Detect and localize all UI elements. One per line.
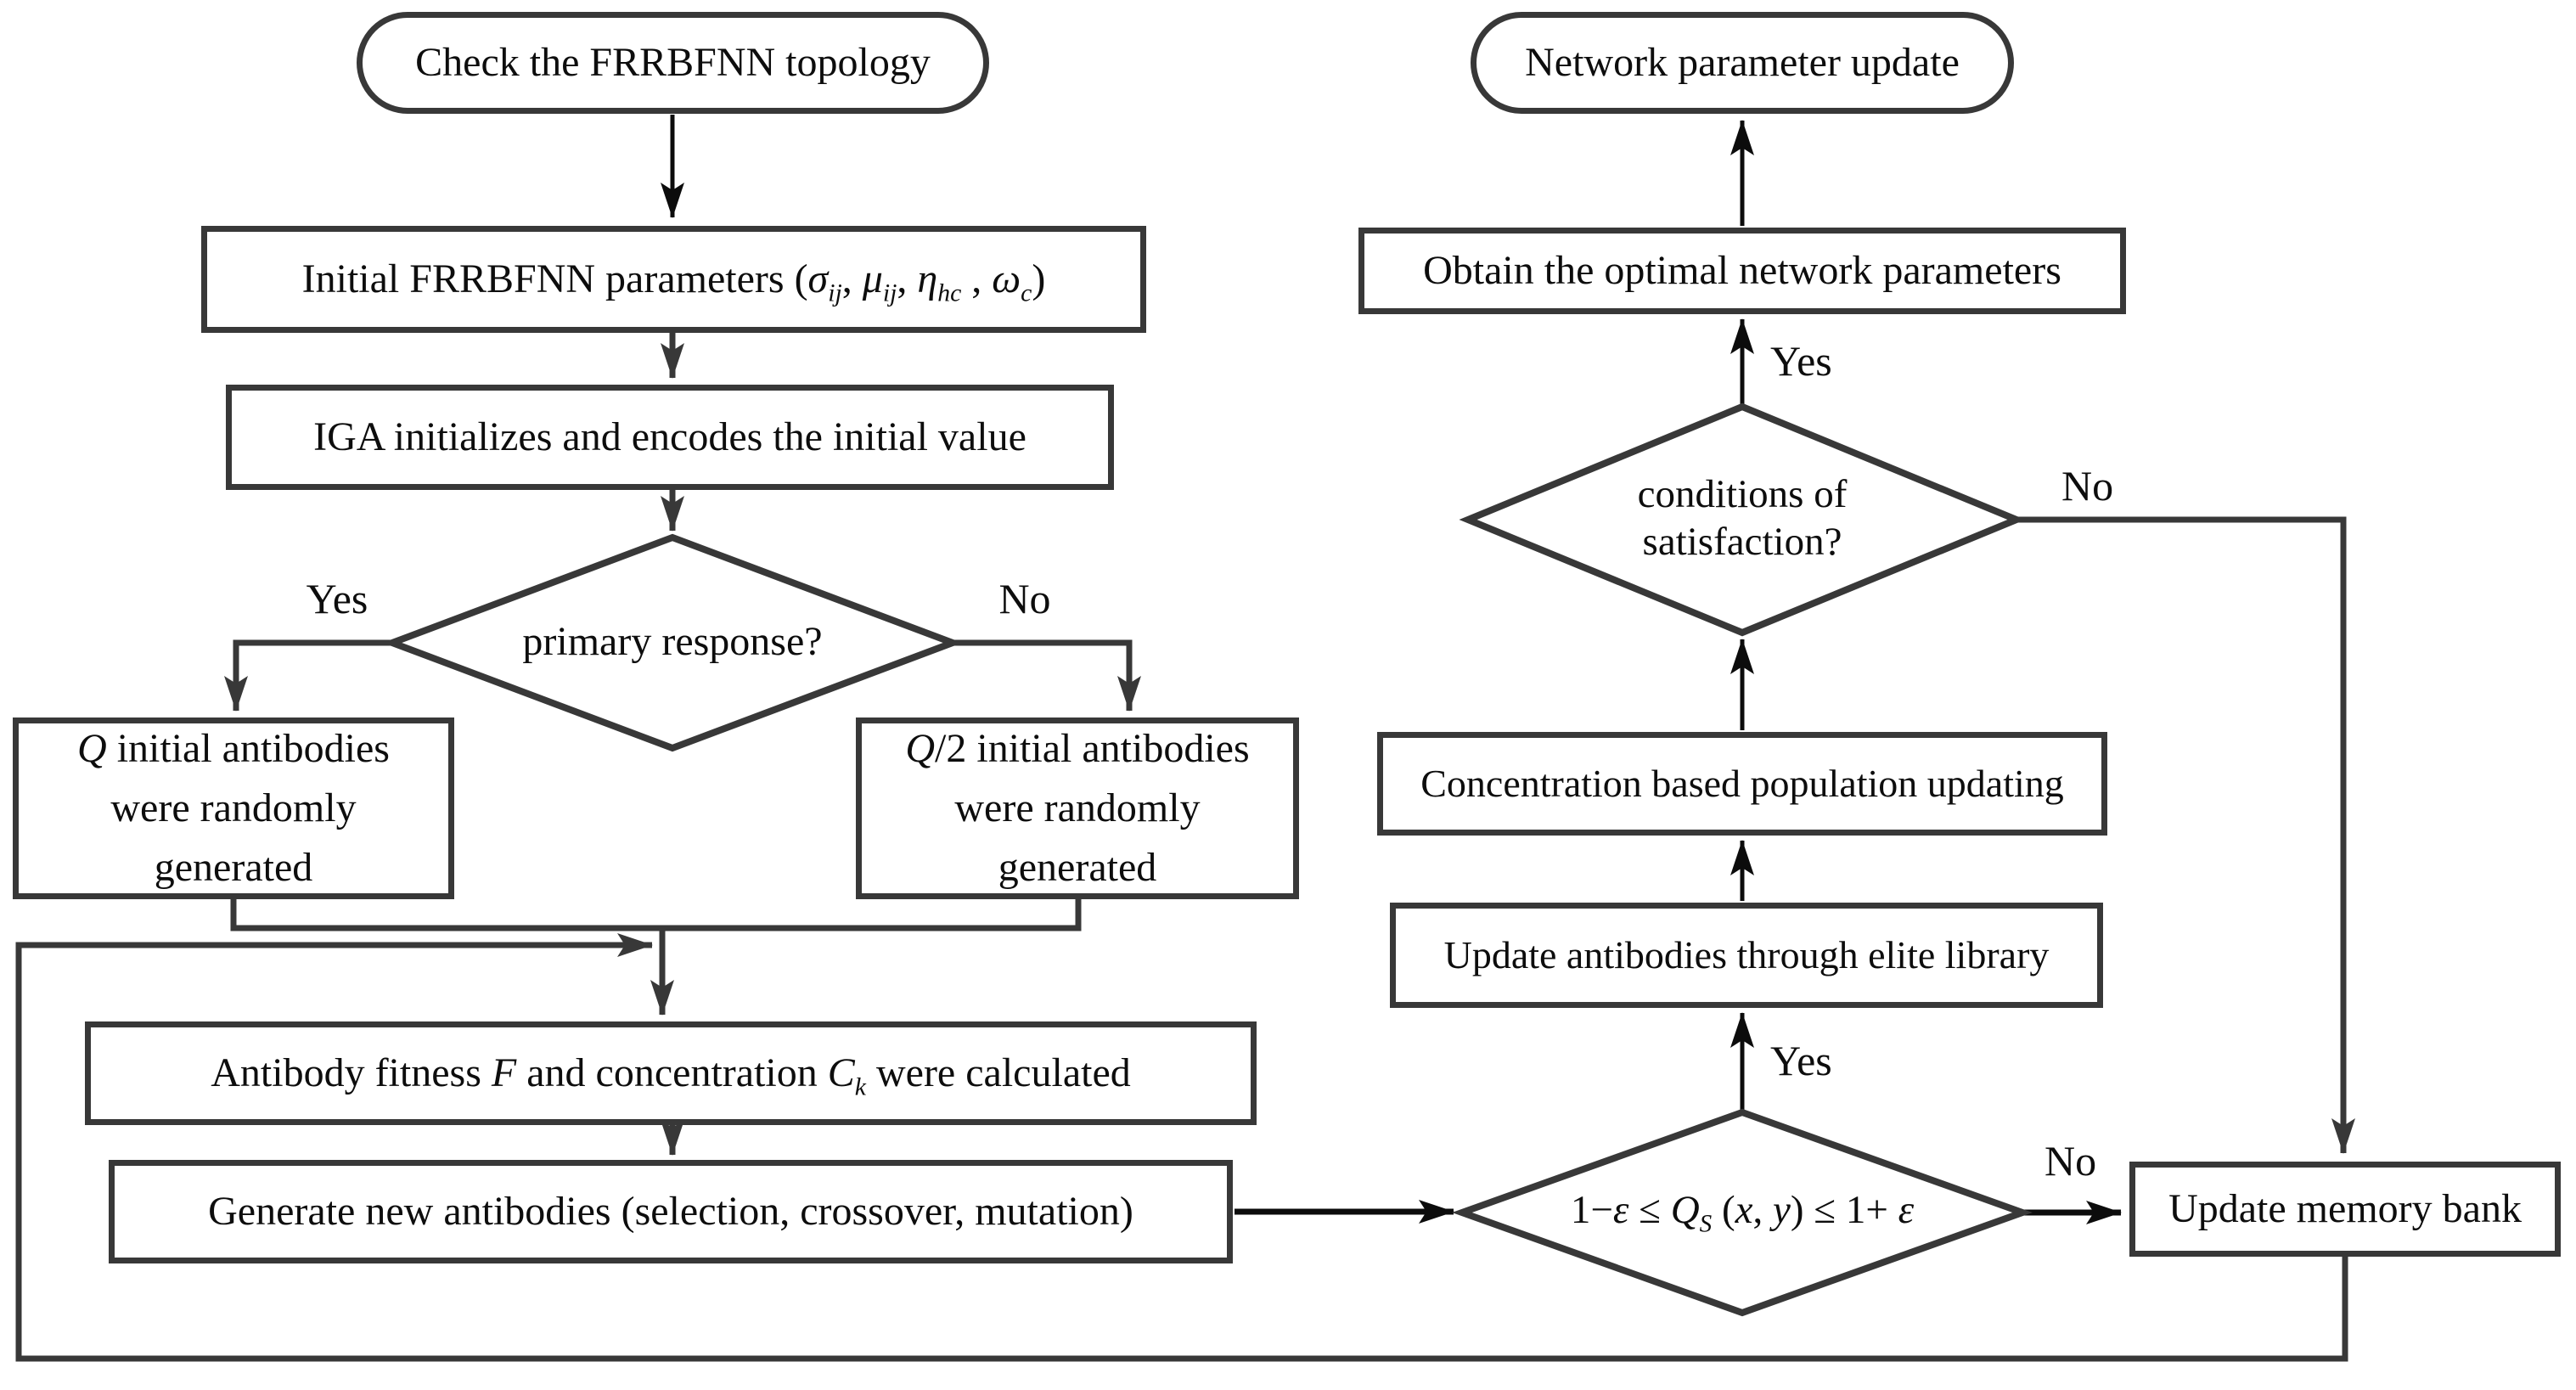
elite-library-box: Update antibodies through elite library bbox=[1390, 903, 2103, 1008]
epsilon-label: 1−ε ≤ QS (x, y) ≤ 1+ ε bbox=[1570, 1188, 1915, 1238]
line-merge-q-boxes bbox=[230, 898, 1082, 931]
obtain-label: Obtain the optimal network parameters bbox=[1423, 247, 2061, 293]
generate-label: Generate new antibodies (selection, cros… bbox=[208, 1188, 1133, 1234]
arrow-primary-yes bbox=[224, 639, 395, 712]
epsilon-no-label: No bbox=[2044, 1137, 2097, 1185]
satisfaction-diamond bbox=[1459, 402, 2026, 637]
elite-library-label: Update antibodies through elite library bbox=[1443, 932, 2050, 976]
satisfaction-no-label: No bbox=[2061, 462, 2114, 509]
start-node: Check the FRRBFNN topology bbox=[357, 12, 989, 114]
satisfaction-label-line1: conditions of bbox=[1637, 472, 1848, 516]
iga-box: IGA initializes and encodes the initial … bbox=[226, 385, 1114, 490]
satisfaction-yes-label: Yes bbox=[1770, 337, 1832, 385]
obtain-box: Obtain the optimal network parameters bbox=[1358, 228, 2126, 314]
fitness-box: Antibody fitness F and concentration Ck … bbox=[85, 1021, 1257, 1125]
satisfaction-label: conditions of satisfaction? bbox=[1572, 470, 1912, 566]
concentration-label: Concentration based population updating bbox=[1420, 761, 2064, 805]
memory-bank-box: Update memory bank bbox=[2129, 1162, 2561, 1257]
end-node: Network parameter update bbox=[1471, 12, 2014, 114]
fitness-label: Antibody fitness F and concentration Ck … bbox=[211, 1050, 1131, 1101]
init-params-box: Initial FRRBFNN parameters (σij, μij, ηh… bbox=[201, 226, 1146, 333]
epsilon-yes-label: Yes bbox=[1770, 1037, 1832, 1084]
epsilon-diamond bbox=[1452, 1108, 2033, 1317]
memory-bank-label: Update memory bank bbox=[2168, 1185, 2522, 1231]
primary-response-label: primary response? bbox=[522, 619, 823, 664]
end-node-label: Network parameter update bbox=[1525, 39, 1960, 85]
primary-yes-label: Yes bbox=[306, 575, 368, 622]
start-node-label: Check the FRRBFNN topology bbox=[415, 39, 931, 85]
iga-label: IGA initializes and encodes the initial … bbox=[313, 414, 1026, 459]
satisfaction-label-line2: satisfaction? bbox=[1642, 520, 1842, 565]
arrow-satisfaction-no bbox=[2018, 516, 2355, 1154]
primary-response-diamond bbox=[382, 533, 963, 752]
generate-box: Generate new antibodies (selection, cros… bbox=[109, 1160, 1233, 1263]
loop-memory-feedback bbox=[15, 933, 2348, 1362]
concentration-box: Concentration based population updating bbox=[1377, 732, 2107, 836]
init-params-label: Initial FRRBFNN parameters (σij, μij, ηh… bbox=[301, 256, 1046, 307]
primary-no-label: No bbox=[998, 575, 1051, 622]
arrow-primary-no bbox=[950, 639, 1141, 712]
